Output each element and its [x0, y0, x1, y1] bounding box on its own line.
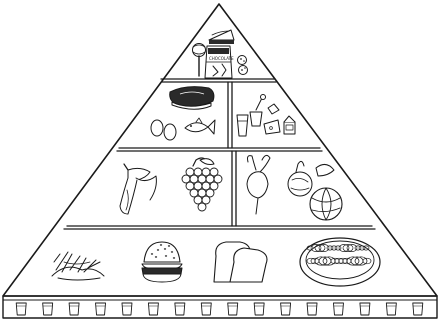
burger-bun-icon: [142, 242, 182, 282]
milk-carton-icon: [284, 116, 295, 134]
tier-top: CHOCOLATE: [193, 30, 248, 78]
bread-slices-icon: [214, 242, 267, 282]
cake-slice-icon: [209, 30, 234, 44]
water-glass-icon: [360, 303, 370, 315]
water-glasses-row: [16, 303, 423, 315]
cheese-icon: [264, 104, 280, 134]
sesame-seed: [165, 255, 167, 256]
water-glass-icon: [201, 303, 211, 315]
steak-icon: [170, 87, 214, 110]
water-glass-icon: [175, 303, 185, 315]
sesame-seed: [164, 248, 166, 249]
water-glass-icon: [281, 303, 291, 315]
candy-bag-icon: CHOCOLATE: [205, 46, 234, 78]
water-glass-icon: [307, 303, 317, 315]
sesame-seed: [155, 256, 157, 257]
water-glass-icon: [386, 303, 396, 315]
tier-second-left: [151, 87, 215, 140]
tier-base: [52, 238, 380, 286]
sesame-seed: [171, 251, 173, 252]
lollipop-icon: [193, 44, 206, 77]
cookies-icon: [238, 56, 248, 75]
milk-glass-icon: [237, 115, 248, 136]
sesame-seed: [160, 244, 162, 245]
fish-icon: [185, 118, 215, 134]
cabbage-icon: [310, 164, 342, 220]
pasta-icon: [52, 252, 104, 280]
tier-third-left: [120, 158, 222, 214]
sesame-seed: [168, 245, 170, 246]
water-glass-icon: [96, 303, 106, 315]
sesame-seed: [173, 257, 175, 258]
water-glass-icon: [413, 303, 423, 315]
water-glass-icon: [122, 303, 132, 315]
spaghetti-plate-icon: [300, 238, 380, 286]
yogurt-cup-icon: [250, 95, 266, 127]
banana-icon: [120, 164, 156, 214]
beet-icon: [247, 155, 270, 214]
sesame-seed: [151, 253, 153, 254]
grapes-icon: [182, 158, 222, 211]
candy-bag-label: CHOCOLATE: [209, 56, 234, 61]
tier-second-right: [237, 95, 295, 137]
water-glass-icon: [148, 303, 158, 315]
sesame-seed: [157, 249, 159, 250]
grape: [198, 203, 206, 211]
water-glass-icon: [254, 303, 264, 315]
water-glass-icon: [16, 303, 26, 315]
water-glass-icon: [228, 303, 238, 315]
eggs-icon: [151, 120, 176, 140]
water-glass-icon: [333, 303, 343, 315]
water-strip: [3, 296, 437, 318]
water-glass-icon: [43, 303, 53, 315]
water-glass-icon: [69, 303, 79, 315]
onion-icon: [288, 161, 312, 196]
tier-third-right: [247, 155, 342, 220]
